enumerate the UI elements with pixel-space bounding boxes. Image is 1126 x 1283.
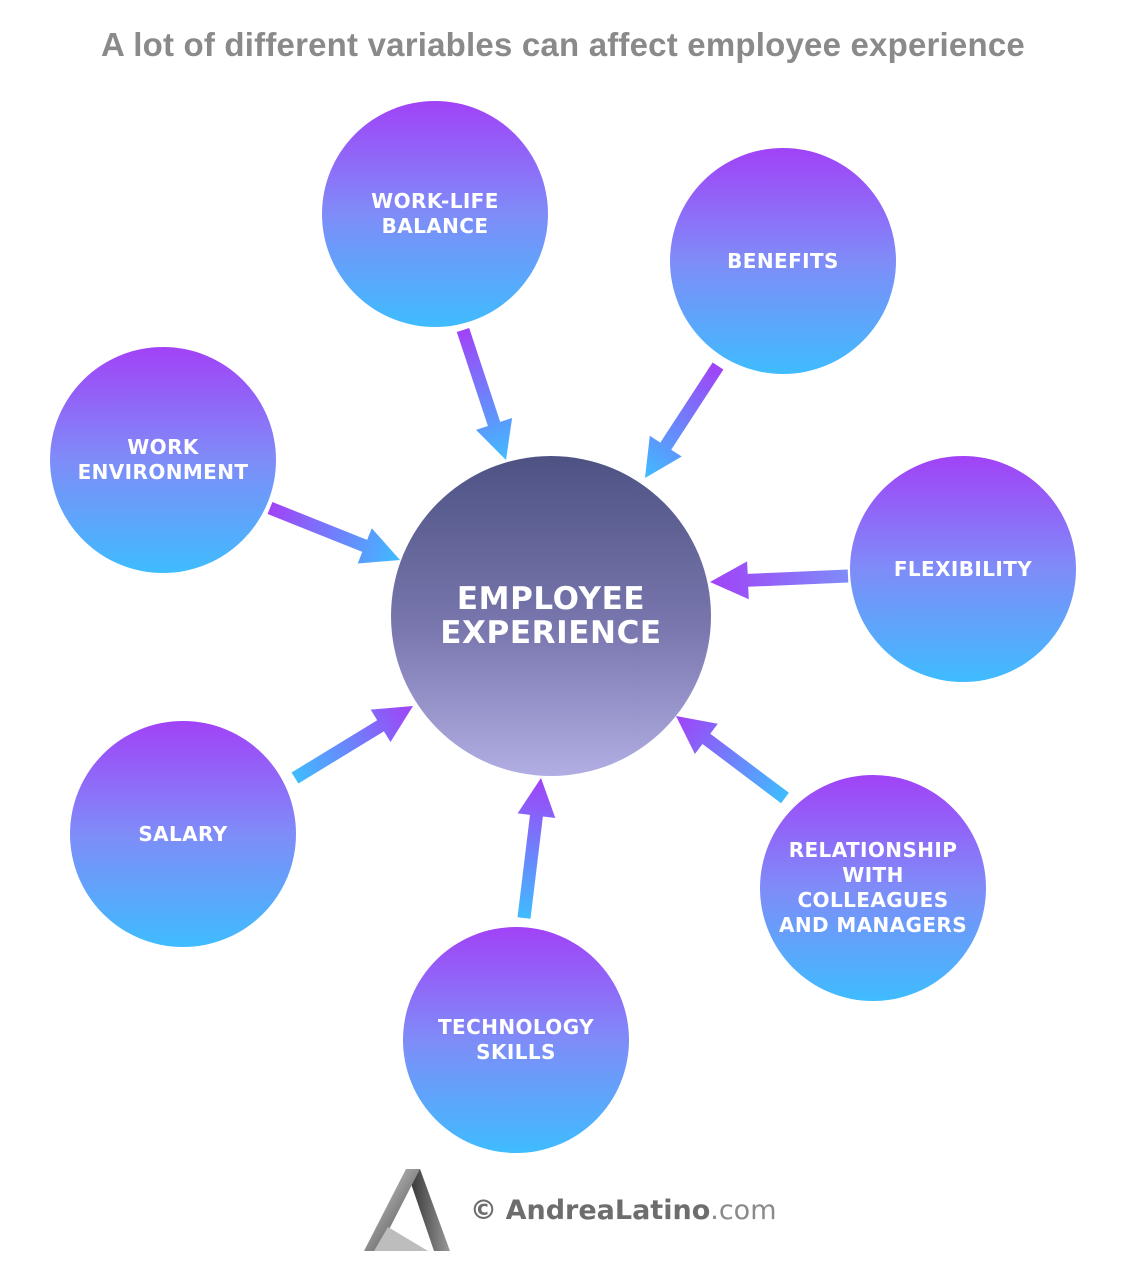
copyright-symbol: © xyxy=(470,1194,497,1226)
factor-technology-skills: TECHNOLOGY SKILLS xyxy=(403,927,629,1153)
center-label-line1: EMPLOYEE xyxy=(456,581,646,617)
center-employee-experience: EMPLOYEE EXPERIENCE xyxy=(391,456,711,776)
page-title: A lot of different variables can affect … xyxy=(101,26,1025,63)
factor-label: TECHNOLOGY SKILLS xyxy=(438,1015,594,1064)
center-label-line2: EXPERIENCE xyxy=(440,615,662,651)
factor-work-environment: WORK ENVIRONMENT xyxy=(50,347,276,573)
arrow-work-environment xyxy=(267,502,400,564)
arrow-benefits xyxy=(645,362,724,478)
arrow-flexibility xyxy=(710,561,849,600)
arrow-work-life-balance xyxy=(456,328,513,460)
factor-label: SALARY xyxy=(138,821,228,846)
copyright-text: © AndreaLatino.com xyxy=(470,1195,777,1226)
brand-domain: .com xyxy=(710,1194,777,1226)
factor-label: WORK-LIFE BALANCE xyxy=(371,189,499,238)
arrow-salary xyxy=(291,706,413,784)
factor-label: FLEXIBILITY xyxy=(893,556,1033,581)
footer-brand: © AndreaLatino.com xyxy=(362,1165,777,1255)
arrow-technology-skills xyxy=(517,778,556,919)
andrea-latino-logo-icon xyxy=(364,1169,450,1251)
factor-flexibility: FLEXIBILITY xyxy=(850,456,1076,682)
factor-benefits: BENEFITS xyxy=(670,148,896,374)
center-label: EMPLOYEE EXPERIENCE xyxy=(440,582,661,650)
factor-relationship: RELATIONSHIP WITH COLLEAGUES AND MANAGER… xyxy=(760,775,986,1001)
arrow-relationship xyxy=(676,716,789,804)
brand-name: AndreaLatino xyxy=(505,1194,711,1226)
factor-label: BENEFITS xyxy=(727,248,839,273)
factor-work-life-balance: WORK-LIFE BALANCE xyxy=(322,101,548,327)
factor-salary: SALARY xyxy=(70,721,296,947)
factor-label: WORK ENVIRONMENT xyxy=(77,435,249,484)
factor-label: RELATIONSHIP WITH COLLEAGUES AND MANAGER… xyxy=(778,838,968,937)
